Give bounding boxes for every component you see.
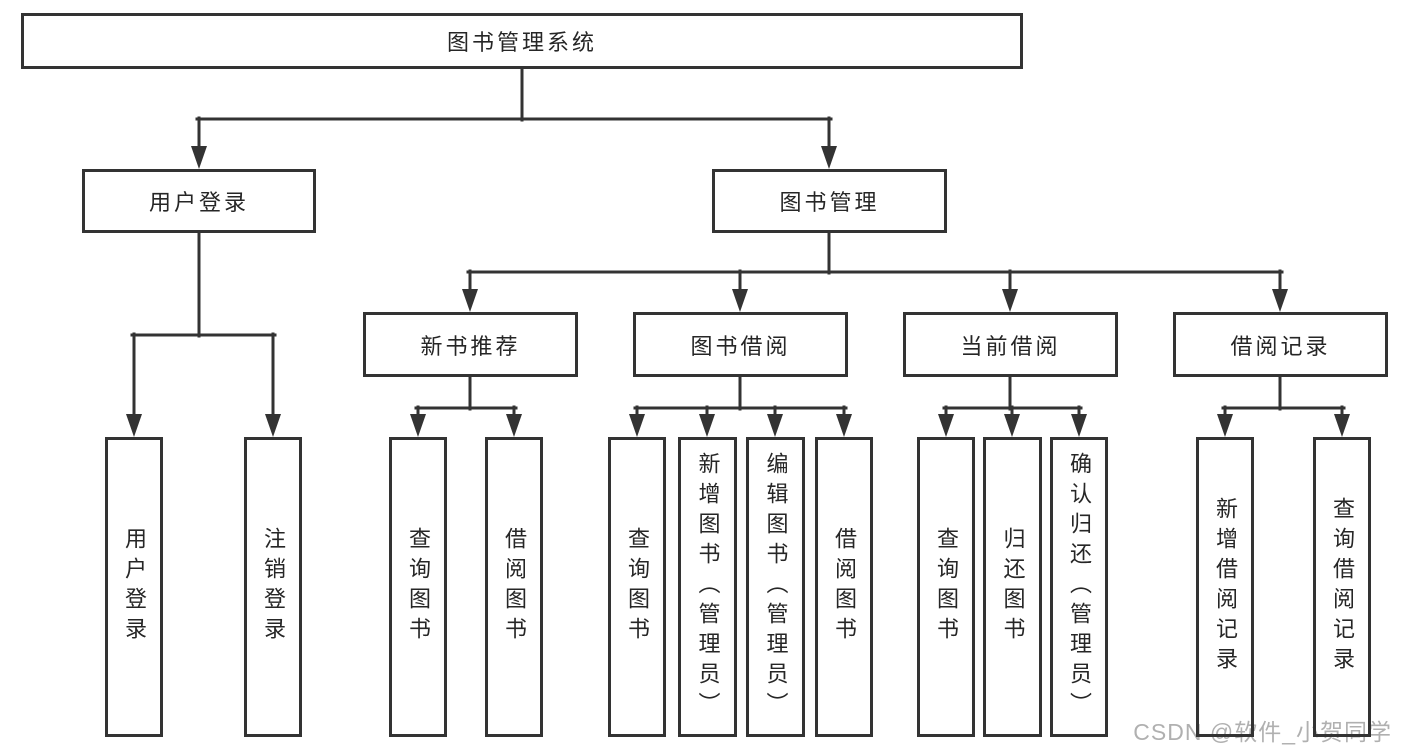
leaf-query-books-recommend: 查询图书 — [389, 437, 447, 737]
leaf-user-login: 用户登录 — [105, 437, 163, 737]
leaf-label: 借阅图书 — [832, 527, 857, 647]
node-user-login: 用户登录 — [82, 169, 316, 233]
watermark: CSDN @软件_小贺同学 — [1133, 719, 1392, 745]
node-book-management: 图书管理 — [712, 169, 947, 233]
leaf-label: 归还图书 — [1000, 527, 1026, 647]
node-label: 图书管理系统 — [446, 30, 597, 55]
leaf-borrow-books-recommend: 借阅图书 — [485, 437, 543, 737]
leaf-query-books-current: 查询图书 — [917, 437, 975, 737]
leaf-label: 编辑图书（管理员） — [763, 452, 789, 722]
leaf-confirm-return-admin: 确认归还（管理员） — [1050, 437, 1108, 737]
leaf-logout: 注销登录 — [244, 437, 302, 737]
node-new-book-recommend: 新书推荐 — [363, 312, 578, 377]
leaf-edit-book-admin: 编辑图书（管理员） — [746, 437, 805, 737]
node-label: 用户登录 — [148, 190, 249, 215]
leaf-label: 借阅图书 — [502, 527, 527, 647]
leaf-add-borrow-record: 新增借阅记录 — [1196, 437, 1254, 737]
leaf-label: 查询图书 — [625, 527, 650, 647]
node-label: 借阅记录 — [1230, 333, 1331, 359]
node-label: 当前借阅 — [960, 333, 1061, 359]
node-library-system: 图书管理系统 — [21, 13, 1023, 69]
node-label: 图书借阅 — [690, 333, 791, 359]
leaf-label: 新增借阅记录 — [1213, 497, 1238, 677]
leaf-label: 查询图书 — [406, 527, 431, 647]
leaf-label: 确认归还（管理员） — [1067, 452, 1092, 722]
leaf-label: 查询借阅记录 — [1330, 497, 1355, 677]
leaf-label: 注销登录 — [261, 527, 286, 647]
node-label: 新书推荐 — [420, 333, 521, 359]
leaf-label: 新增图书（管理员） — [695, 452, 721, 722]
leaf-return-books: 归还图书 — [983, 437, 1042, 737]
node-book-borrowing: 图书借阅 — [633, 312, 848, 377]
leaf-label: 查询图书 — [934, 527, 959, 647]
leaf-query-borrow-record: 查询借阅记录 — [1313, 437, 1371, 737]
leaf-query-books-borrowing: 查询图书 — [608, 437, 666, 737]
leaf-label: 用户登录 — [122, 527, 147, 647]
node-current-borrowing: 当前借阅 — [903, 312, 1118, 377]
leaf-add-book-admin: 新增图书（管理员） — [678, 437, 737, 737]
node-borrowing-records: 借阅记录 — [1173, 312, 1388, 377]
node-label: 图书管理 — [779, 190, 880, 215]
leaf-borrow-books-borrowing: 借阅图书 — [815, 437, 873, 737]
